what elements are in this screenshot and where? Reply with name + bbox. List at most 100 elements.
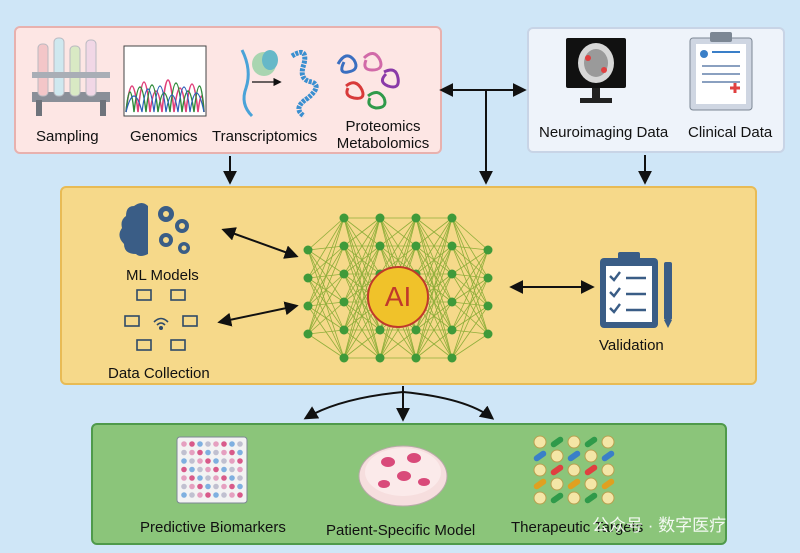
network-node (447, 297, 457, 307)
plate-well (221, 458, 227, 464)
test-tube-rack-icon (32, 37, 110, 116)
network-link (451, 249, 489, 359)
plate-well (221, 492, 227, 498)
plate-well (221, 466, 227, 473)
predictive-biomarkers-label: Predictive Biomarkers (140, 519, 286, 536)
tablet-pill (601, 463, 615, 477)
plate-well (197, 475, 203, 481)
plate-well (213, 441, 219, 447)
network-link (343, 217, 381, 359)
tablet-pill (567, 435, 581, 449)
network-node (339, 213, 349, 223)
network-computers-icon (124, 289, 198, 351)
tablet-pill (601, 435, 615, 449)
plate-well (213, 458, 219, 464)
brain-scan-monitor-icon (566, 38, 626, 103)
plate-well (197, 466, 203, 473)
validation-label: Validation (599, 337, 664, 354)
network-node (483, 245, 493, 255)
network-node (303, 329, 313, 339)
tablet-pill (584, 477, 598, 491)
capsule-pill (601, 450, 615, 462)
therapeutic-targets-label: Therapeutic Targets (511, 519, 644, 536)
plate-well (213, 475, 219, 481)
plate-well (237, 492, 243, 498)
capsule-pill (567, 450, 581, 462)
plate-well (189, 466, 195, 473)
tablet-pill (550, 449, 564, 463)
plate-well (237, 475, 243, 481)
capsule-pill (550, 464, 564, 476)
plate-well (229, 449, 235, 456)
capsule-pill (601, 478, 615, 490)
plate-well (205, 466, 211, 473)
capsule-pill (567, 478, 581, 490)
sampling-label: Sampling (36, 128, 99, 145)
plate-well (237, 441, 243, 447)
plate-well (189, 441, 195, 447)
patient-specific-model-label: Patient-Specific Model (326, 522, 476, 539)
network-node (411, 353, 421, 363)
network-link (343, 217, 381, 331)
plate-well (205, 492, 211, 498)
plate-well (181, 483, 187, 490)
network-link (307, 245, 345, 335)
network-node (411, 213, 421, 223)
network-node (339, 241, 349, 251)
network-node (483, 273, 493, 283)
neuroimaging-data-label: Neuroimaging Data (539, 124, 669, 141)
plate-well (213, 492, 219, 498)
tablet-pill (567, 491, 581, 505)
capsule-pill (584, 492, 598, 504)
tablet-pill (584, 449, 598, 463)
plate-well (181, 458, 187, 464)
plate-well (181, 449, 187, 456)
network-link (307, 217, 345, 335)
plate-well (205, 475, 211, 481)
data-collection-label: Data Collection (108, 365, 210, 382)
network-node (375, 325, 385, 335)
plate-well (181, 475, 187, 481)
plate-well (229, 492, 235, 498)
protein-icon (336, 52, 400, 110)
network-node (339, 297, 349, 307)
ai-core (367, 266, 429, 328)
network-link (379, 329, 417, 359)
plate-well (221, 449, 227, 456)
plate-well (237, 449, 243, 456)
network-link (307, 329, 345, 335)
network-node (339, 325, 349, 335)
plate-well (189, 475, 195, 481)
network-link (307, 333, 345, 359)
network-link (451, 305, 489, 359)
plate-well (229, 441, 235, 447)
plate-well (221, 483, 227, 490)
plate-well (221, 475, 227, 481)
plate-well (197, 458, 203, 464)
plate-well (205, 449, 211, 456)
network-node (483, 329, 493, 339)
plate-well (213, 483, 219, 490)
plate-well (181, 441, 187, 447)
clinical-data-label: Clinical Data (688, 124, 773, 141)
plate-well (189, 492, 195, 498)
metabolomics-label: Metabolomics (336, 135, 430, 152)
network-node (303, 245, 313, 255)
plate-well (197, 483, 203, 490)
plate-well (181, 466, 187, 473)
network-link (343, 329, 381, 359)
flow-arrows (217, 83, 652, 422)
network-link (415, 217, 453, 247)
network-node (339, 353, 349, 363)
network-link (307, 301, 345, 335)
network-link (451, 217, 489, 251)
petri-dish-icon (358, 445, 448, 507)
network-node (411, 325, 421, 335)
network-link (379, 217, 417, 275)
plate-well (237, 458, 243, 464)
network-link (307, 217, 345, 307)
plate-well (229, 483, 235, 490)
brain-gears-icon (119, 203, 190, 256)
